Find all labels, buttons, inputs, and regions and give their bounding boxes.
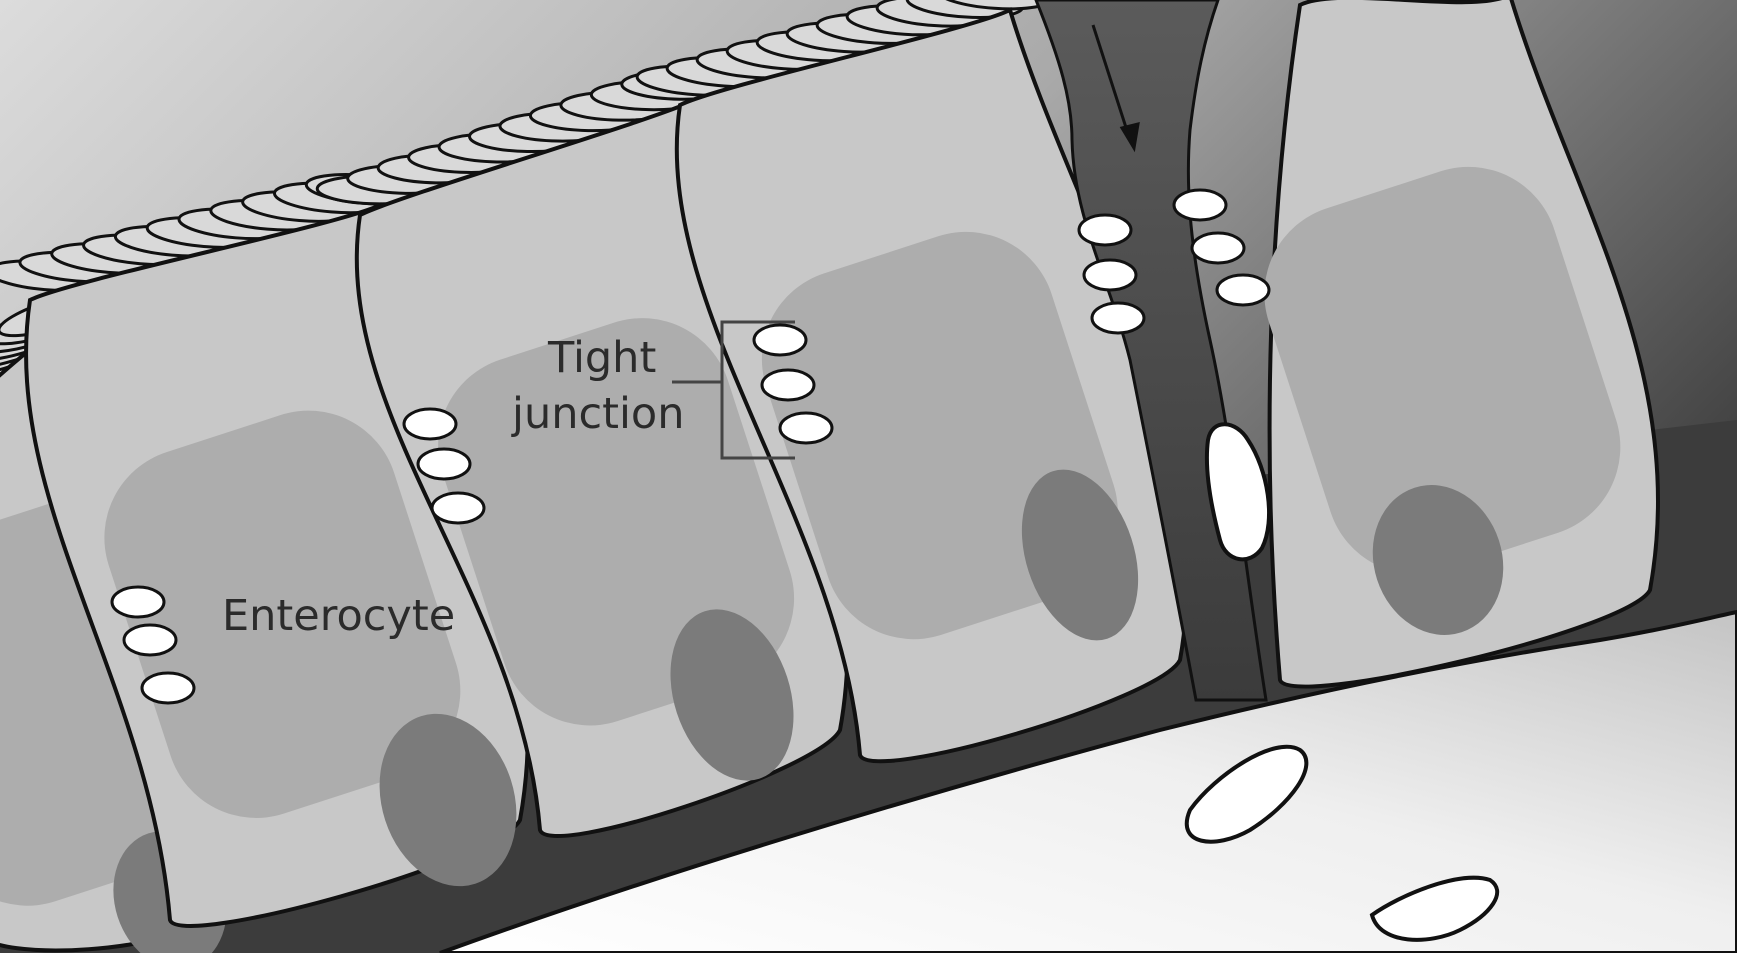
enterocyte-label: Enterocyte — [222, 591, 455, 641]
junction-strand — [404, 409, 456, 439]
junction-strand — [1174, 190, 1226, 220]
junction-strand — [1084, 260, 1136, 290]
junction-strand — [780, 413, 832, 443]
junction-strand — [754, 325, 806, 355]
junction-strand — [432, 493, 484, 523]
junction-strand — [112, 587, 164, 617]
junction-strand — [142, 673, 194, 703]
junction-strand — [124, 625, 176, 655]
junction-strand — [1079, 215, 1131, 245]
junction-strand — [418, 449, 470, 479]
junction-strand — [1217, 275, 1269, 305]
tight-junction-label-line1: Tight — [547, 333, 656, 383]
junction-strand — [1092, 303, 1144, 333]
junction-strand — [762, 370, 814, 400]
tight-junction-label-line2: junction — [511, 389, 684, 439]
junction-strand — [1192, 233, 1244, 263]
